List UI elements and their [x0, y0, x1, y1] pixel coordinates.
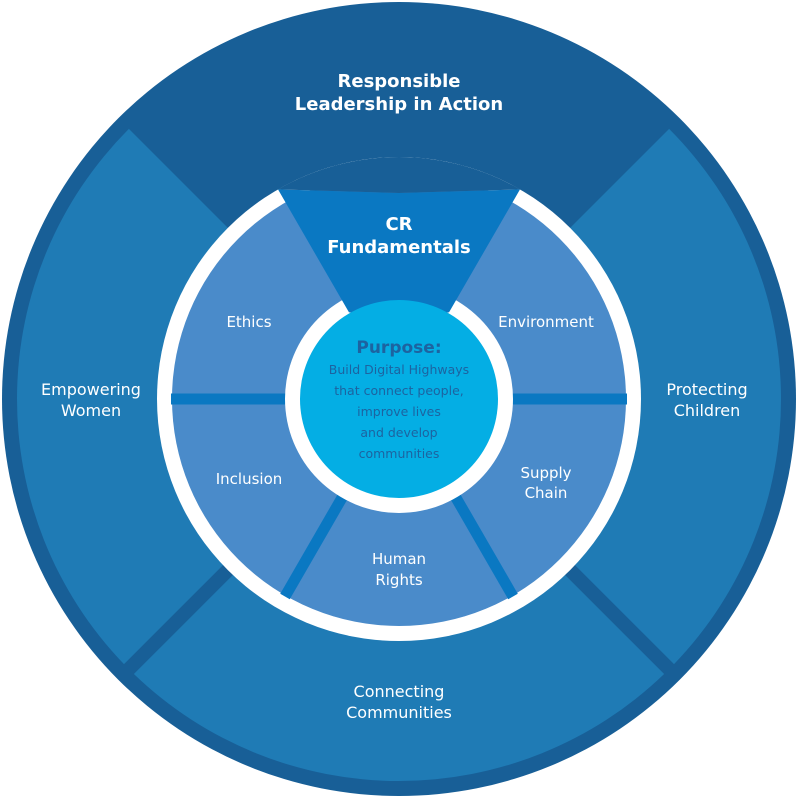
cr-fundamentals-label-line2: Fundamentals [327, 237, 470, 258]
protecting-children-label-line1: Protecting [666, 380, 747, 399]
human-rights-label-line2: Rights [375, 571, 422, 589]
purpose-line-5: communities [359, 446, 440, 461]
purpose-line-1: Build Digital Highways [329, 362, 469, 377]
purpose-line-4: and develop [360, 425, 437, 440]
human-rights-label-line1: Human [372, 550, 426, 568]
protecting-children-label-line2: Children [674, 401, 741, 420]
inclusion-label: Inclusion [216, 470, 283, 488]
connecting-communities-label-line1: Connecting [354, 682, 445, 701]
empowering-women-label-line1: Empowering [41, 380, 141, 399]
top-section-label-line1: Responsible [338, 71, 461, 92]
core-wedge-cr-fundamentals [278, 189, 520, 315]
purpose-line-3: improve lives [357, 404, 441, 419]
inner-dividers [171, 393, 627, 600]
supply-chain-label-line1: Supply [520, 464, 571, 482]
purpose-circle [300, 300, 498, 498]
top-section-notch [278, 156, 520, 193]
inner-divider [280, 482, 354, 600]
purpose-title: Purpose: [356, 338, 441, 358]
environment-label: Environment [498, 313, 594, 331]
purpose-line-2: that connect people, [334, 383, 464, 398]
connecting-communities-label-line2: Communities [346, 703, 452, 722]
supply-chain-label-line2: Chain [525, 484, 568, 502]
inner-divider [444, 482, 518, 600]
cr-fundamentals-label-line1: CR [385, 214, 412, 235]
empowering-women-label-line2: Women [61, 401, 121, 420]
ethics-label: Ethics [226, 313, 271, 331]
top-section-label-line2: Leadership in Action [295, 94, 503, 115]
